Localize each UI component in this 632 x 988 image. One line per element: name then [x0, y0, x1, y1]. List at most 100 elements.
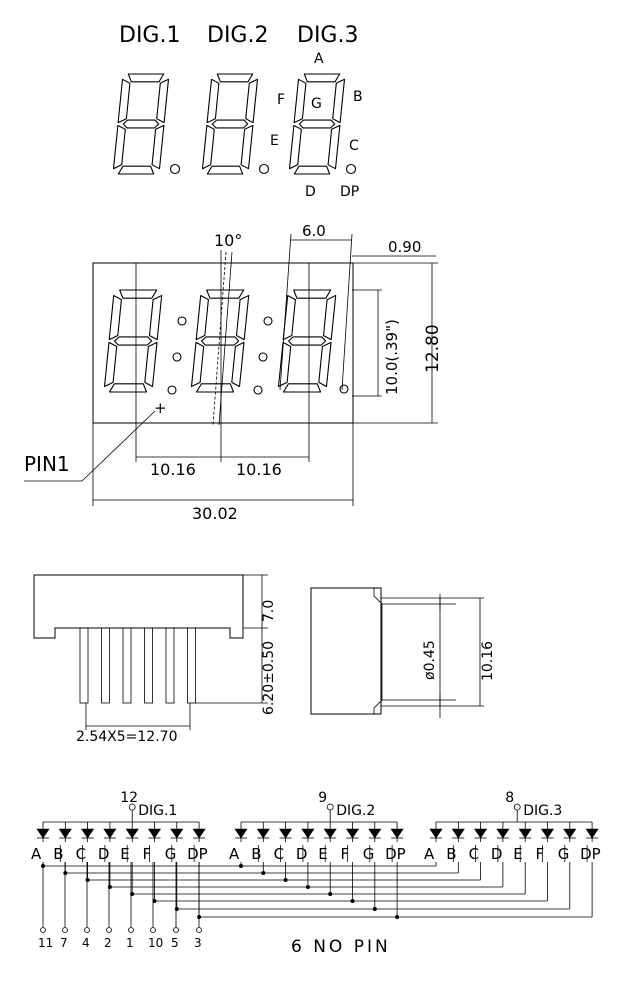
bus-junction	[107, 885, 112, 889]
led-diode-dp	[585, 828, 599, 839]
cathode-bus-e: 1	[126, 862, 526, 950]
segment-e	[190, 341, 205, 388]
segment-letter-a: A	[31, 845, 42, 863]
side-pin-3	[122, 627, 132, 704]
top-digit-3	[288, 73, 346, 175]
segment-label-f: F	[277, 92, 285, 108]
segment-label-a: A	[314, 51, 324, 67]
segment-c	[151, 124, 165, 170]
segment-b	[245, 78, 259, 124]
digit-label-2: DIG.2	[207, 23, 268, 48]
segment-letter-d: D	[296, 845, 308, 863]
segment-letter-c: C	[76, 845, 86, 863]
segment-g	[298, 119, 336, 129]
pin-terminal	[128, 927, 134, 933]
segment-f	[117, 78, 131, 124]
segment-b	[235, 294, 250, 341]
front-dot-5	[258, 352, 268, 362]
pin-number: 4	[82, 936, 90, 950]
front-digits	[103, 289, 349, 395]
led-diode-b	[451, 828, 465, 839]
segment-d	[206, 165, 244, 175]
top-decimal-point-3	[345, 163, 357, 175]
led-diode-f	[345, 828, 360, 839]
pin1-marker: +	[154, 399, 167, 417]
top-decimal-point-1	[169, 163, 181, 175]
digit-label: DIG.2	[336, 803, 375, 819]
segment-label-c: C	[349, 138, 359, 154]
digit-width-ext-right	[341, 233, 353, 391]
segment-b	[148, 294, 163, 341]
segment-label-dp: DP	[340, 184, 359, 200]
segment-b	[332, 78, 346, 124]
segment-letter-a: A	[424, 845, 435, 863]
led-diode-c	[279, 828, 293, 839]
led-diode-b	[256, 828, 270, 839]
top-view: DIG.1 DIG.2 DIG.3 A B C D E F G DP	[112, 23, 363, 200]
common-pin-number: 12	[120, 790, 138, 806]
side-body-outline	[33, 574, 244, 639]
segment-a	[119, 289, 158, 299]
segment-letter-f: F	[536, 845, 545, 863]
side-pin-2	[101, 627, 110, 704]
segment-g	[288, 336, 327, 346]
segment-label-e: E	[270, 133, 279, 149]
segment-letter-g: G	[558, 845, 570, 863]
front-dot-1	[177, 316, 187, 326]
segment-c	[240, 124, 254, 170]
side-pin-5	[165, 627, 175, 704]
led-diode-dp	[390, 828, 404, 839]
bus-junction	[85, 878, 90, 882]
led-diode-e	[323, 828, 337, 839]
pin-length-label: 6.20±0.50	[261, 641, 277, 715]
digit-width-label: 6.0	[302, 222, 326, 240]
pin-number: 10	[148, 936, 163, 950]
led-diode-g	[563, 828, 577, 839]
cathode-bus-f: 10	[148, 862, 548, 950]
angle-label: 10°	[214, 231, 242, 250]
common-pin-terminal	[128, 803, 136, 811]
segment-c	[318, 341, 332, 388]
front-dot-2	[172, 352, 182, 362]
top-digit-2	[201, 73, 259, 175]
segment-letter-c: C	[469, 845, 479, 863]
segment-letter-g: G	[165, 845, 177, 863]
pin-number: 7	[60, 936, 68, 950]
cathode-bus-a: 11	[38, 862, 437, 950]
segment-e	[103, 341, 118, 388]
segment-letter-d: D	[491, 845, 503, 863]
segment-f	[195, 294, 209, 341]
pitch-label-1: 10.16	[150, 460, 196, 479]
segment-letter-c: C	[274, 845, 284, 863]
pin1-label: PIN1	[24, 452, 70, 476]
side-pin-4	[144, 627, 153, 704]
segment-g	[211, 119, 249, 129]
led-diode-d	[103, 828, 117, 839]
segment-letter-dp: DP	[187, 845, 208, 863]
bus-junction	[350, 899, 355, 903]
segment-c	[231, 341, 245, 388]
digit-label: DIG.1	[138, 803, 177, 819]
segment-label-d: D	[305, 184, 316, 200]
segment-letter-e: E	[318, 845, 327, 863]
segment-a	[206, 289, 245, 299]
led-diode-f	[540, 828, 555, 839]
pin-terminal	[62, 927, 68, 933]
pin-terminal	[173, 927, 179, 933]
row-spacing-label: 10.16	[480, 641, 496, 681]
cathode-bus-d: 2	[104, 862, 504, 950]
segment-g	[114, 336, 153, 346]
led-diode-e	[125, 828, 139, 839]
side-pin-6	[187, 627, 196, 704]
segment-letter-b: B	[251, 845, 261, 863]
led-diode-a	[36, 828, 50, 839]
segment-letter-a: A	[229, 845, 240, 863]
front-dot-4	[263, 316, 273, 326]
segment-letter-e: E	[513, 845, 522, 863]
led-diode-a	[234, 828, 248, 839]
no-pin-note: 6 NO PIN	[291, 937, 391, 957]
